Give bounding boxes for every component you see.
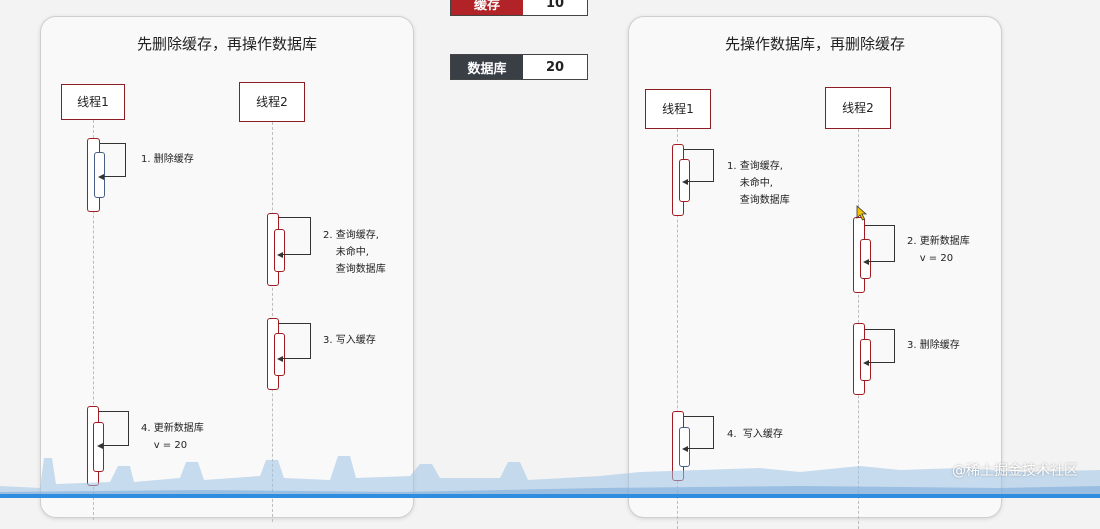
left-step-4-label: 4. 更新数据库 v = 20 — [141, 423, 204, 451]
left-thread1-lifeline — [93, 120, 94, 520]
left-step-1-label: 1. 删除缓存 — [141, 154, 194, 165]
bottom-progress-bar — [0, 494, 1100, 498]
right-self-call-2 — [863, 225, 895, 265]
right-thread2-box: 线程2 — [825, 87, 891, 129]
background-skyline — [0, 456, 1100, 498]
right-self-call-1 — [682, 149, 714, 185]
db-legend: 数据库 20 — [450, 54, 588, 80]
right-step-4-label: 4. 写入缓存 — [727, 429, 783, 440]
cache-legend-label: 缓存 — [451, 0, 523, 15]
right-diagram-panel: 先操作数据库，再删除缓存 线程1 线程2 1. 查询缓存, 未命中, 查询数据库… — [628, 16, 1002, 529]
watermark: @稀土掘金技术社区 — [952, 463, 1078, 479]
left-self-call-2 — [277, 217, 311, 258]
right-step-2-label: 2. 更新数据库 v = 20 — [907, 236, 970, 264]
cache-legend: 缓存 10 — [450, 0, 588, 16]
left-self-call-3 — [277, 323, 311, 362]
db-legend-value: 20 — [545, 59, 565, 75]
left-diagram-panel: 先删除缓存，再操作数据库 线程1 线程2 1. 删除缓存 2. 查询缓存, 未命… — [40, 16, 414, 522]
left-thread1-box: 线程1 — [61, 84, 125, 120]
left-activation-3-inner — [274, 333, 285, 376]
right-thread1-box: 线程1 — [645, 89, 711, 129]
right-step-1-label: 1. 查询缓存, 未命中, 查询数据库 — [727, 161, 790, 206]
left-step-2-label: 2. 查询缓存, 未命中, 查询数据库 — [323, 230, 386, 275]
right-diagram-title: 先操作数据库，再删除缓存 — [724, 35, 905, 53]
left-self-call-1 — [98, 143, 126, 180]
cache-legend-value: 10 — [545, 0, 565, 11]
left-step-3-label: 3. 写入缓存 — [323, 335, 376, 346]
right-step-3-label: 3. 删除缓存 — [907, 340, 960, 351]
right-self-call-4 — [682, 416, 714, 452]
db-legend-label: 数据库 — [451, 55, 523, 79]
right-thread1-lifeline — [677, 129, 678, 529]
left-self-call-4 — [97, 411, 129, 449]
mouse-cursor-icon — [856, 205, 868, 221]
right-self-call-3 — [863, 329, 895, 366]
left-activation-2-inner — [274, 229, 285, 272]
left-thread2-box: 线程2 — [239, 82, 305, 122]
left-diagram-title: 先删除缓存，再操作数据库 — [136, 35, 317, 53]
